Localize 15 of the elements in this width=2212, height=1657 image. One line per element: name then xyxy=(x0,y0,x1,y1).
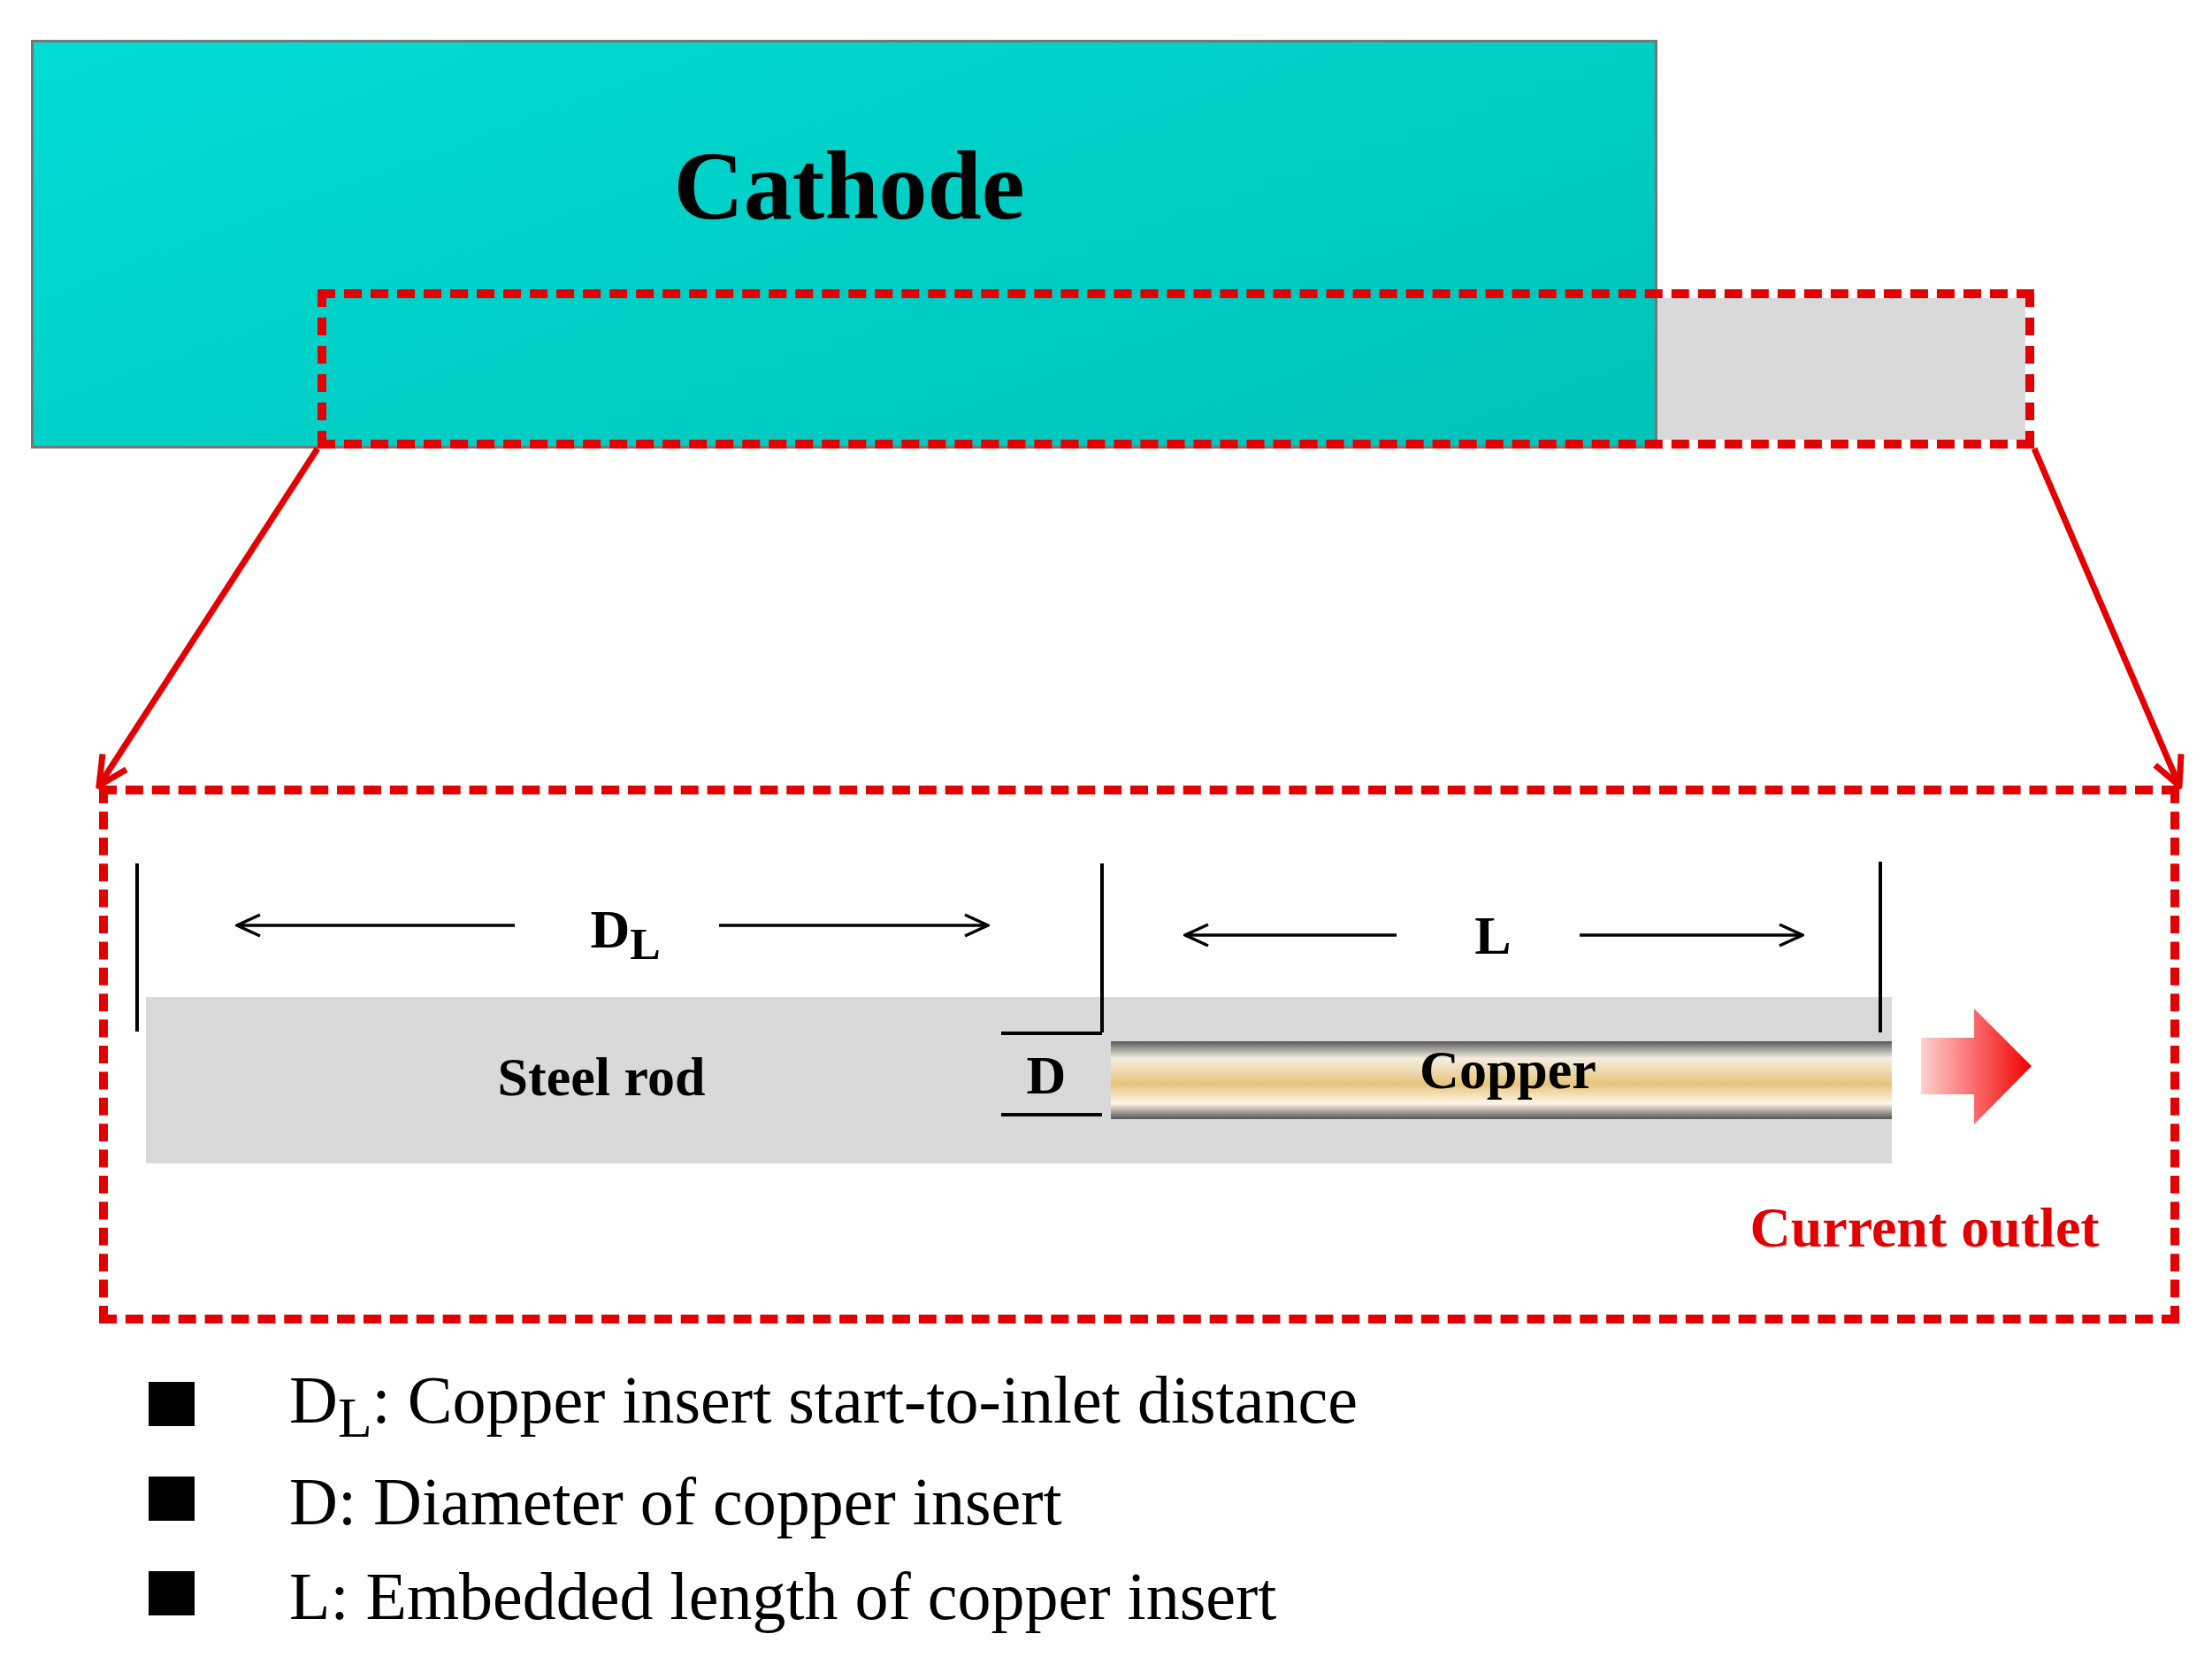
dimension-label: D xyxy=(1026,1047,1067,1102)
steel-rod xyxy=(146,997,1892,1163)
arrow xyxy=(96,447,320,789)
dimension-label: D$_{L}$ xyxy=(590,901,661,968)
cathode-block xyxy=(31,40,1657,449)
arrow xyxy=(2031,447,2185,789)
copper-insert xyxy=(1111,1041,1892,1119)
rod-end-block xyxy=(1657,298,2025,440)
definition-text: D$_{L}$: Copper insert start-to-inlet distance xyxy=(289,1366,1358,1447)
enlarged-view-box xyxy=(99,786,2179,1323)
part-label: Steel rod xyxy=(497,1049,706,1104)
zoom-region-box xyxy=(318,289,2034,449)
annotation-text: Current outlet xyxy=(1749,1200,2100,1256)
block-title: Cathode xyxy=(673,137,1025,234)
dimension-label: L xyxy=(1474,908,1512,963)
